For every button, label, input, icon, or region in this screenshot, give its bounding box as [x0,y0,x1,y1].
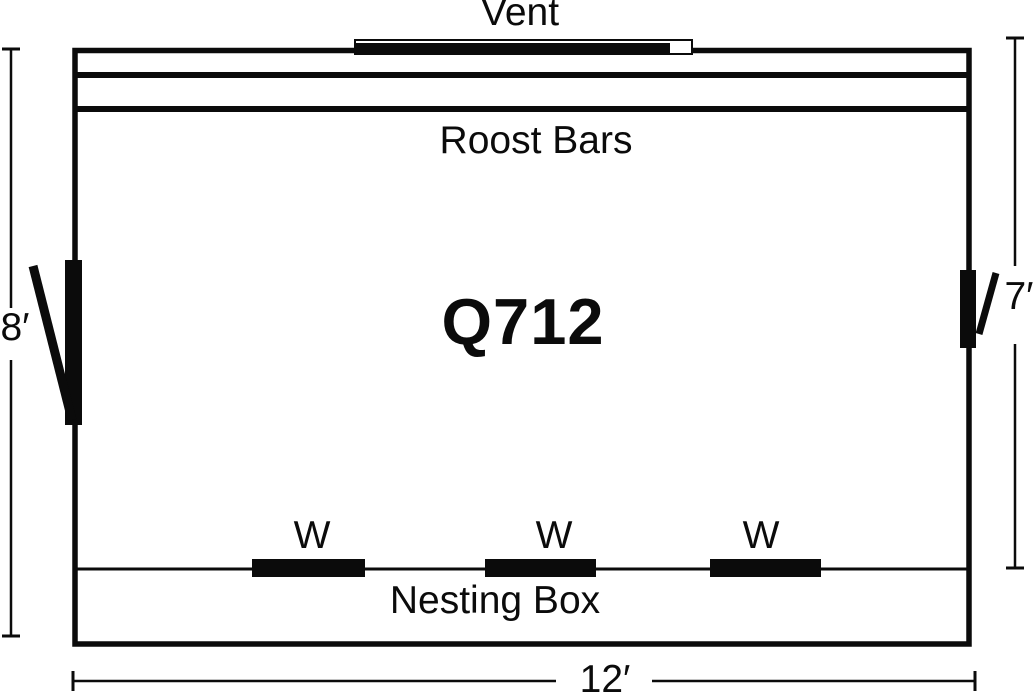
left-height-dimension: 8′ [0,306,30,349]
bottom-width-dimension: 12′ [579,658,631,700]
window-2-label: W [535,514,573,557]
model-number-label: Q712 [441,285,605,358]
window-1 [252,559,365,577]
vent-label: Vent [480,0,560,34]
window-2 [485,559,596,577]
left-door-swing [28,264,77,422]
vent-cover-slider [356,43,670,53]
right-height-dimension: 7′ [1004,275,1034,318]
window-3-label: W [742,514,780,557]
right-door-swing [975,272,1000,335]
roost-bars-label: Roost Bars [439,119,633,162]
window-3 [710,559,821,577]
left-door [65,260,82,425]
window-1-label: W [293,514,331,557]
right-door [960,270,976,348]
nesting-box-label: Nesting Box [389,579,601,622]
